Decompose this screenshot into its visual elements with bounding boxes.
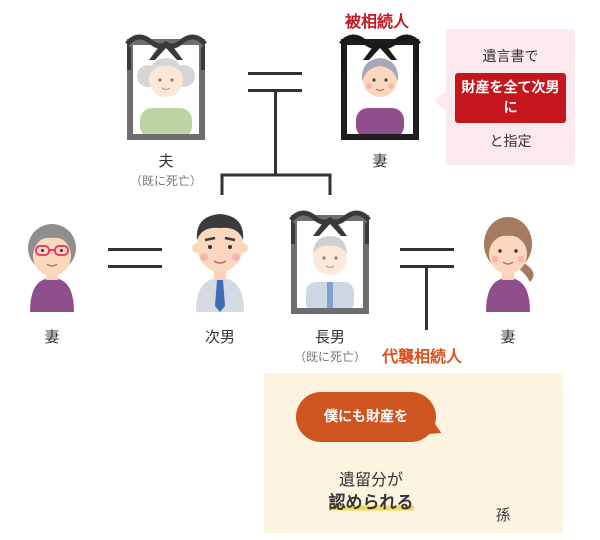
- husband-memorial-photo: [125, 34, 207, 140]
- heir-line-2: 認められる: [328, 493, 414, 513]
- second-son-label: 次男: [204, 328, 235, 346]
- grandson-label: 孫: [495, 506, 511, 524]
- husband-label: 夫: [158, 152, 174, 170]
- husband-note: （既に死亡）: [129, 174, 202, 188]
- representative-title: 代襲相続人: [382, 347, 463, 366]
- second-son-avatar: [192, 214, 248, 312]
- right-wife-label: 妻: [500, 328, 516, 346]
- children-branch: [220, 173, 332, 195]
- heir-line-2-wrap: 認められる: [306, 488, 436, 513]
- will-line-1: 遺言書で: [482, 49, 539, 65]
- right-wife-avatar: [484, 217, 534, 312]
- will-line-3: と指定: [489, 134, 532, 150]
- will-highlight: 財産を全て次男に: [455, 73, 566, 123]
- marriage-line-left: [108, 248, 162, 268]
- eldest-son-note: （既に死亡）: [293, 350, 366, 364]
- descent-line-top: [274, 92, 277, 174]
- decedent-memorial-photo: [339, 34, 421, 140]
- decedent-title: 被相続人: [345, 12, 410, 31]
- heir-line-1: 遺留分が: [338, 470, 403, 489]
- marriage-line-top: [248, 72, 302, 92]
- speech-bubble: 僕にも財産を: [296, 392, 436, 442]
- left-wife-avatar: [28, 224, 76, 312]
- marriage-line-right: [400, 248, 454, 268]
- decedent-label: 妻: [372, 152, 388, 170]
- eldest-son-label: 長男: [314, 328, 345, 346]
- descent-line-grandson: [425, 268, 428, 330]
- eldest-son-memorial-photo: [289, 210, 371, 314]
- left-wife-label: 妻: [44, 328, 60, 346]
